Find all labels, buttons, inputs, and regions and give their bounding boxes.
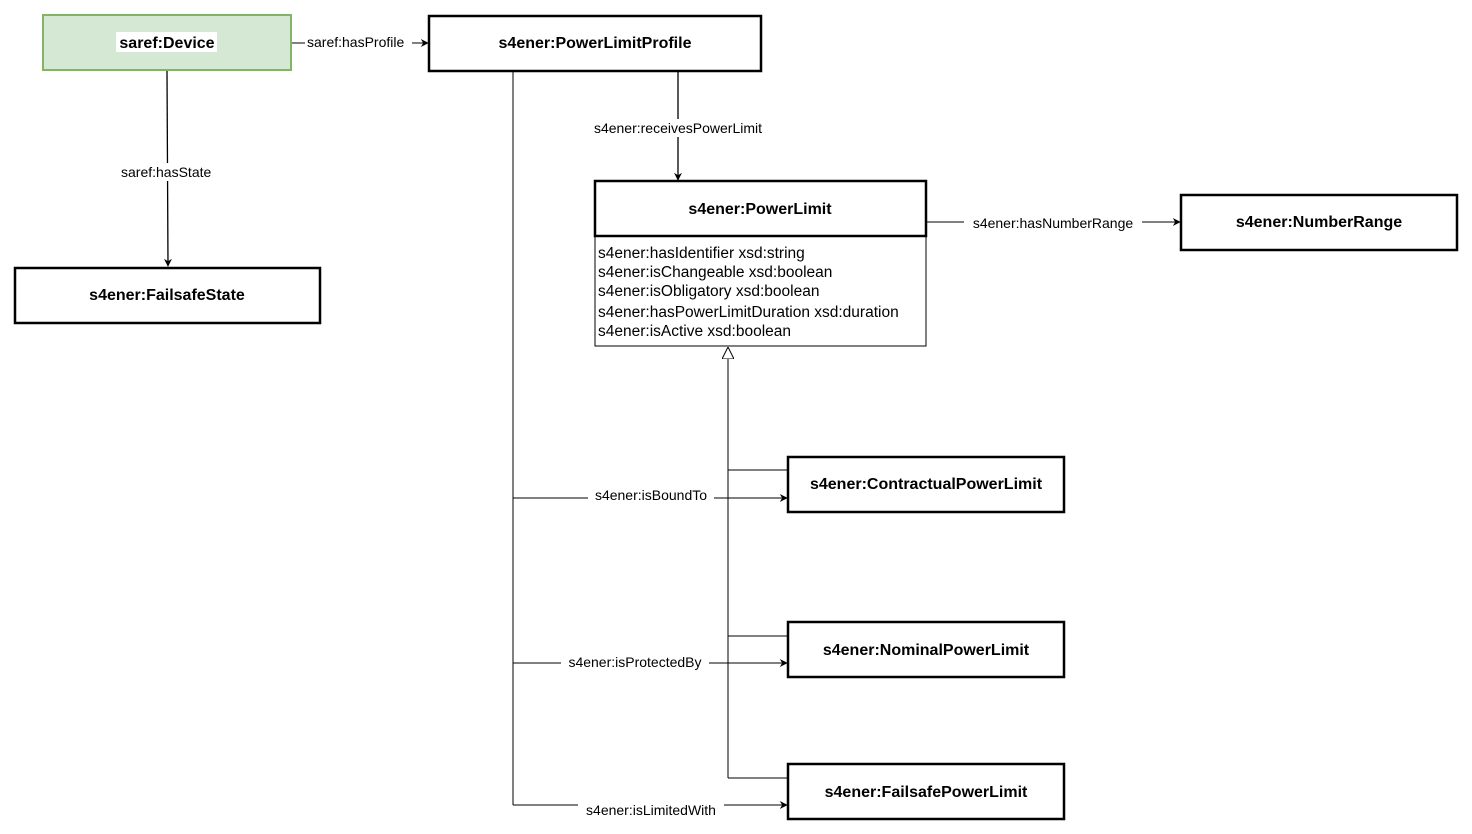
node-power-limit-profile-box [427, 14, 763, 73]
label-is-protected-by: s4ener:isProtectedBy [561, 653, 709, 671]
label-has-state-text: saref:hasState [121, 164, 211, 180]
node-failsafe-power-limit-title: s4ener:FailsafePowerLimit [825, 784, 1028, 801]
node-power-limit: s4ener:PowerLimit s4ener:hasIdentifier x… [593, 179, 928, 347]
label-bg [561, 653, 709, 671]
label-is-protected-by-text: s4ener:isProtectedBy [568, 654, 701, 670]
node-device-title: saref:Device [119, 35, 214, 52]
power-limit-attribute: s4ener:hasIdentifier xsd:string [598, 245, 805, 262]
power-limit-attribute: s4ener:isActive xsd:boolean [598, 323, 791, 340]
node-failsafe-power-limit: s4ener:FailsafePowerLimit [786, 762, 1066, 821]
label-is-bound-to-text: s4ener:isBoundTo [595, 487, 707, 503]
label-receives-power-limit-text: s4ener:receivesPowerLimit [594, 120, 762, 136]
node-contractual-power-limit: s4ener:ContractualPowerLimit [786, 455, 1066, 514]
node-power-limit-title: s4ener:PowerLimit [688, 201, 832, 218]
node-device: saref:Device [42, 14, 292, 71]
node-power-limit-header [593, 179, 928, 238]
label-bg [119, 163, 220, 181]
node-failsafe-state-title: s4ener:FailsafeState [89, 287, 245, 304]
node-contractual-power-limit-box [786, 455, 1066, 514]
label-has-profile-text: saref:hasProfile [307, 34, 404, 50]
label-bg [588, 486, 714, 504]
label-bg [585, 119, 771, 137]
power-limit-attribute: s4ener:isObligatory xsd:boolean [598, 283, 819, 300]
label-has-state: saref:hasState [119, 163, 220, 181]
node-number-range-title: s4ener:NumberRange [1236, 214, 1402, 231]
node-power-limit-profile: s4ener:PowerLimitProfile [427, 14, 763, 73]
label-has-number-range: s4ener:hasNumberRange [964, 214, 1142, 232]
label-bg [305, 33, 412, 51]
node-failsafe-state-box [13, 266, 322, 325]
node-number-range: s4ener:NumberRange [1179, 193, 1459, 252]
node-power-limit-profile-title: s4ener:PowerLimitProfile [499, 35, 692, 52]
label-is-limited-with: s4ener:isLimitedWith [578, 801, 724, 819]
node-nominal-power-limit-title: s4ener:NominalPowerLimit [823, 642, 1030, 659]
power-limit-attribute: s4ener:hasPowerLimitDuration xsd:duratio… [598, 304, 899, 321]
node-contractual-power-limit-title: s4ener:ContractualPowerLimit [810, 476, 1043, 493]
label-bg [964, 214, 1142, 232]
node-nominal-power-limit-box [786, 620, 1066, 679]
label-is-bound-to: s4ener:isBoundTo [588, 486, 714, 504]
node-device-label-bg [116, 32, 217, 52]
node-nominal-power-limit: s4ener:NominalPowerLimit [786, 620, 1066, 679]
node-failsafe-state: s4ener:FailsafeState [13, 266, 322, 325]
label-bg [578, 801, 724, 819]
node-number-range-box [1179, 193, 1459, 252]
label-receives-power-limit: s4ener:receivesPowerLimit [585, 119, 771, 137]
label-has-profile: saref:hasProfile [305, 33, 412, 51]
label-is-limited-with-text: s4ener:isLimitedWith [586, 802, 716, 818]
node-failsafe-power-limit-box [786, 762, 1066, 821]
label-has-number-range-text: s4ener:hasNumberRange [973, 215, 1134, 231]
power-limit-attribute: s4ener:isChangeable xsd:boolean [598, 264, 832, 281]
